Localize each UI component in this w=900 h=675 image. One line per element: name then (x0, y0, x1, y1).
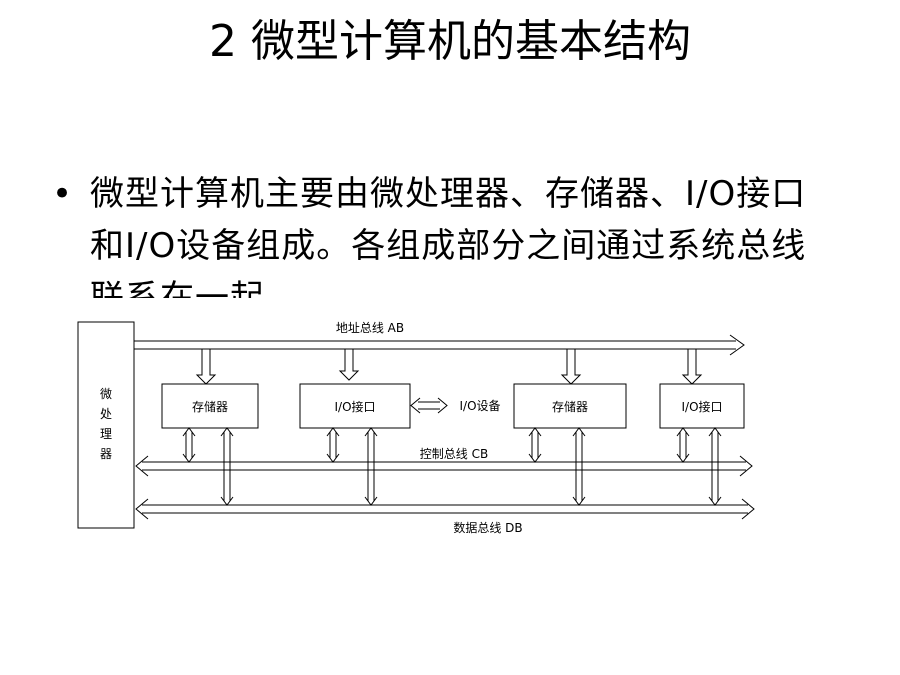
io-interface1-label: I/O接口 (334, 399, 375, 414)
memory1-data-link (220, 427, 234, 506)
memory1-control-link (182, 427, 196, 463)
io-device-label: I/O设备 (459, 399, 500, 413)
memory2-box (513, 383, 627, 429)
cpu-label-2: 处 (100, 407, 112, 421)
io-interface2-box (659, 383, 745, 429)
io2-control-link (676, 427, 690, 463)
data-bus-label: 数据总线 DB (453, 520, 522, 535)
address-drop-io2 (681, 349, 703, 385)
cpu-box (77, 321, 135, 529)
io1-control-link (326, 427, 340, 463)
bullet-dot: • (52, 174, 73, 214)
memory1-box (161, 383, 259, 429)
address-drop-io1 (338, 349, 360, 381)
memory2-data-link (572, 427, 586, 506)
control-bus-label: 控制总线 CB (420, 447, 488, 461)
io-interface1-box (299, 383, 411, 429)
io2-data-link (708, 427, 722, 506)
cpu-label-4: 器 (100, 447, 112, 461)
io-interface2-label: I/O接口 (681, 399, 722, 414)
address-drop-memory2 (560, 349, 582, 385)
address-bus-label: 地址总线 AB (336, 321, 404, 335)
cpu-label-1: 微 (100, 387, 112, 401)
memory2-control-link (528, 427, 542, 463)
address-bus (134, 334, 745, 356)
io1-data-link (364, 427, 378, 506)
bullet-text: 微型计算机主要由微处理器、存储器、I/O接口和I/O设备组成。各组成部分之间通过… (90, 174, 807, 298)
io-device-link (410, 397, 448, 414)
memory2-label: 存储器 (552, 399, 588, 414)
control-bus (135, 455, 753, 477)
data-bus (135, 498, 755, 520)
cpu-label-3: 理 (100, 427, 112, 441)
slide-title: 2 微型计算机的基本结构 (209, 16, 691, 67)
memory1-label: 存储器 (192, 399, 228, 414)
address-drop-memory1 (195, 349, 217, 385)
bullet-item: • 微型计算机主要由微处理器、存储器、I/O接口和I/O设备组成。各组成部分之间… (52, 168, 842, 298)
